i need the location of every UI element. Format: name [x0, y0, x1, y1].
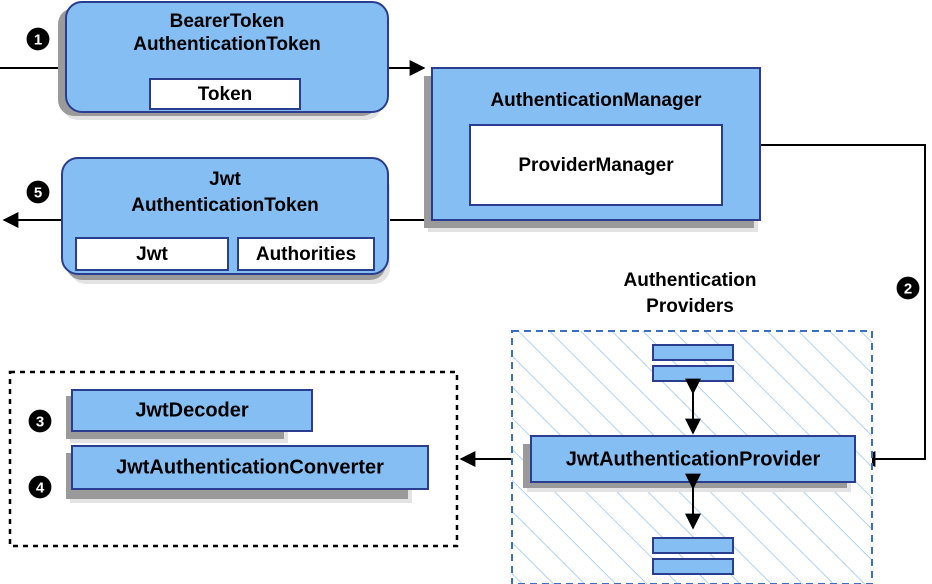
bearer-token-box[interactable] — [65, 1, 389, 113]
jwt-token-inner-authorities-label: Authorities — [256, 244, 356, 265]
authentication-manager-inner-provider-manager-box[interactable] — [469, 124, 723, 206]
provider-stub-bottom-1[interactable] — [652, 537, 734, 554]
badge-5-label: 5 — [34, 185, 42, 202]
badge-4-label: 4 — [36, 480, 45, 497]
node-jwt-decoder[interactable]: JwtDecoder — [66, 389, 313, 443]
jwt-token-inner-jwt-label: Jwt — [136, 244, 168, 265]
connector-manager-to-provider — [760, 144, 926, 467]
provider-stub-bottom-2[interactable] — [652, 558, 734, 575]
jwt-token-inner-authorities-box[interactable] — [237, 237, 375, 271]
badge-3: 3 — [27, 408, 53, 434]
jwt-token-title-line2: AuthenticationToken — [131, 195, 319, 216]
node-bearer-token-authentication-token[interactable]: BearerToken AuthenticationToken Token — [58, 1, 389, 120]
provider-stub-top-2[interactable] — [652, 365, 734, 382]
authentication-providers-caption-line1: Authentication — [624, 270, 757, 291]
jwt-converter-label: JwtAuthenticationConverter — [116, 456, 384, 478]
node-jwt-authentication-provider[interactable]: JwtAuthenticationProvider — [523, 435, 856, 492]
group-jwt-support: JwtDecoder JwtAuthenticationConverter — [8, 370, 459, 548]
authentication-manager-title: AuthenticationManager — [490, 90, 702, 111]
bearer-token-title-line1: BearerToken — [170, 11, 285, 32]
badge-2: 2 — [895, 275, 921, 301]
badge-2-label: 2 — [904, 281, 912, 298]
badge-1-label: 1 — [34, 32, 42, 49]
node-authentication-manager[interactable]: AuthenticationManager ProviderManager — [424, 67, 761, 232]
bearer-token-title-line2: AuthenticationToken — [133, 34, 321, 55]
provider-manager-label: ProviderManager — [518, 155, 674, 176]
jwt-provider-label: JwtAuthenticationProvider — [566, 448, 821, 470]
badge-3-label: 3 — [36, 414, 44, 431]
jwt-converter-box[interactable] — [71, 445, 429, 490]
jwt-decoder-label: JwtDecoder — [135, 399, 249, 421]
badge-1: 1 — [25, 26, 51, 52]
bearer-token-inner-token-box[interactable] — [149, 78, 301, 110]
authentication-providers-caption-line2: Providers — [646, 296, 734, 317]
group-authentication-providers: Authentication Providers JwtAuthenticati… — [511, 270, 873, 584]
jwt-token-inner-jwt-box[interactable] — [75, 237, 229, 271]
badge-4: 4 — [27, 474, 53, 500]
provider-stub-top-1[interactable] — [652, 344, 734, 361]
node-jwt-authentication-token[interactable]: Jwt AuthenticationToken Jwt Authorities — [61, 157, 390, 284]
jwt-token-title-line1: Jwt — [209, 169, 241, 190]
node-jwt-authentication-converter[interactable]: JwtAuthenticationConverter — [66, 445, 429, 503]
badge-5: 5 — [25, 179, 51, 205]
bearer-token-inner-token-label: Token — [198, 84, 253, 105]
jwt-decoder-box[interactable] — [71, 389, 313, 432]
jwt-support-dashed-region — [8, 370, 459, 548]
